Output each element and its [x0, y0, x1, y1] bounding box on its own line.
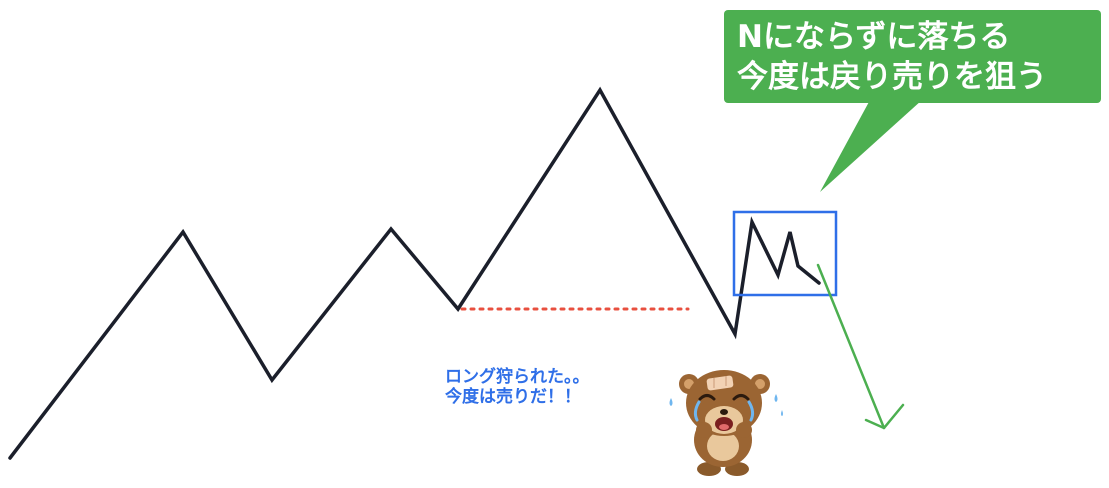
- crying-bear-icon: [669, 370, 783, 476]
- callout-line-2: 今度は戻り売りを狙う: [737, 59, 1047, 95]
- caption-line-1: ロング狩られた。。: [445, 366, 590, 387]
- highlight-box: [732, 210, 838, 297]
- price-wave-line: [8, 86, 821, 460]
- callout-box: Nにならずに落ちる 今度は戻り売りを狙う: [724, 10, 1101, 192]
- caption: ロング狩られた。。 今度は売りだ！！: [445, 366, 590, 407]
- down-arrow: [816, 263, 905, 430]
- caption-line-2: 今度は売りだ！！: [445, 386, 581, 407]
- callout-pointer: [820, 100, 922, 192]
- callout-line-1: Nにならずに落ちる: [737, 19, 1010, 55]
